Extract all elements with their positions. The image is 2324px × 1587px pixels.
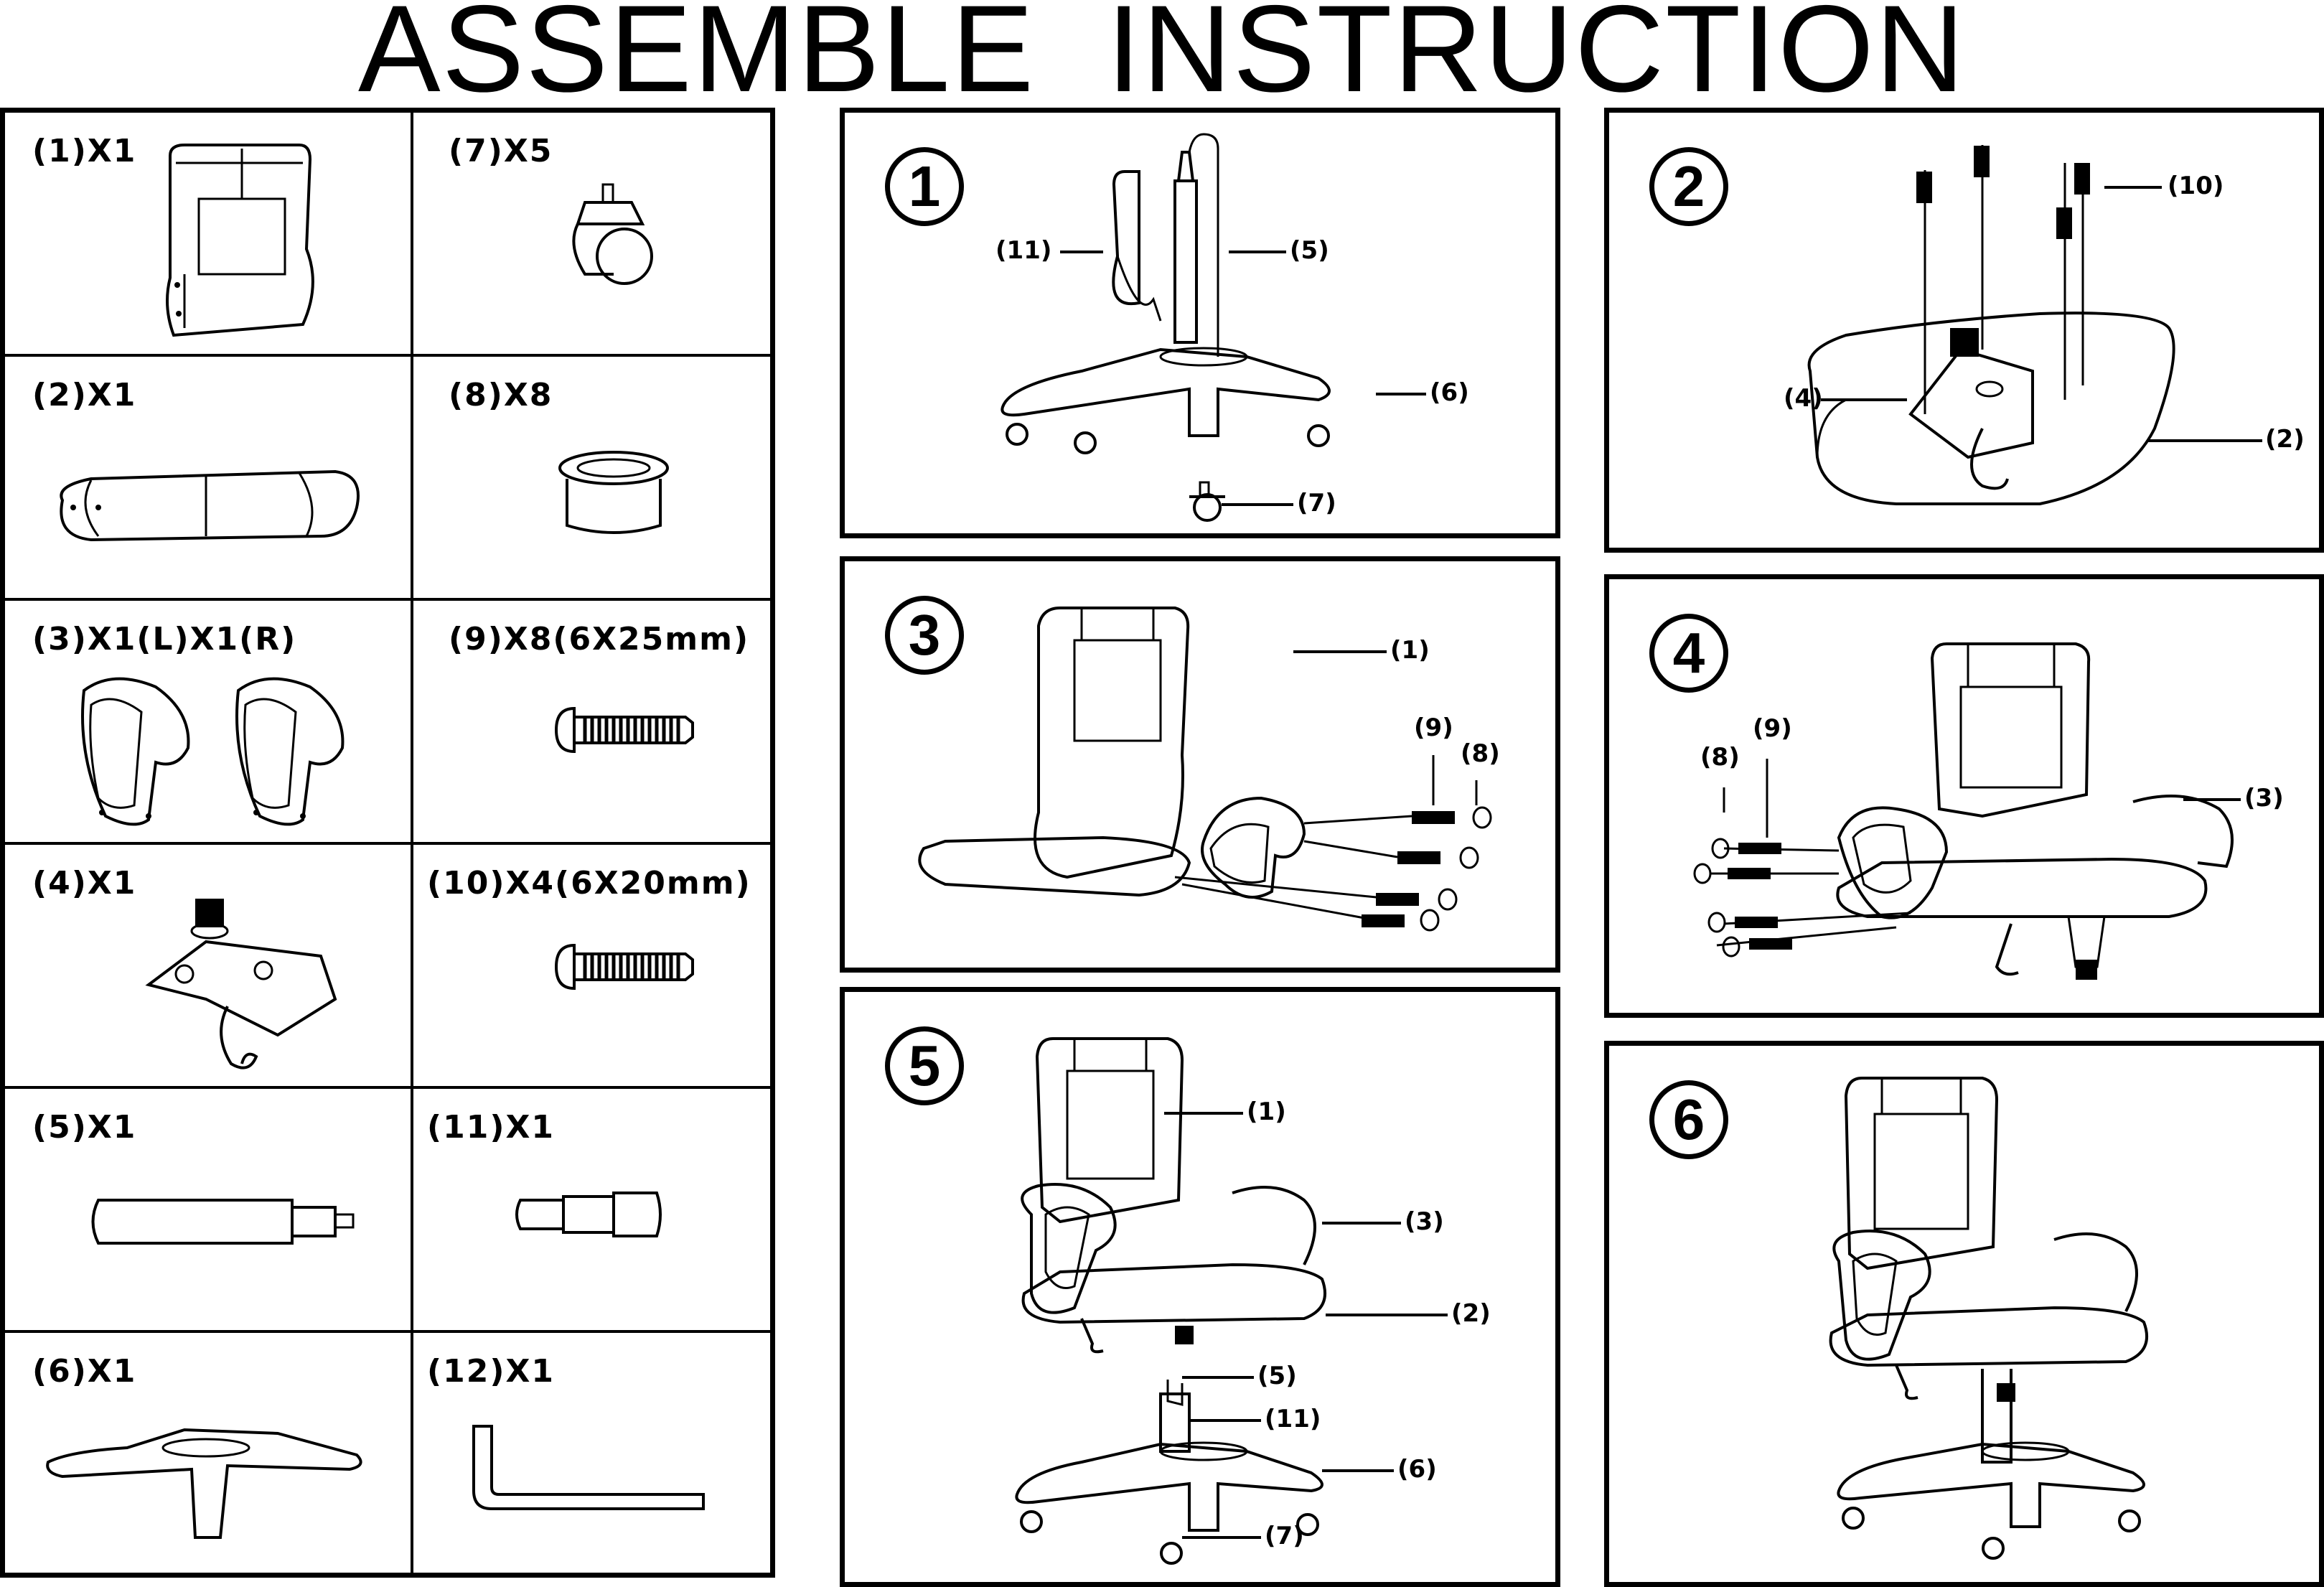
callout-3: (3) (1405, 1207, 1444, 1236)
leader-line (1222, 503, 1293, 506)
part-label: (10)X4(6X20mm) (427, 865, 751, 902)
parts-row-divider (5, 354, 770, 357)
armrest-attach-illustration (1693, 642, 2234, 980)
armrest-right-icon (235, 677, 345, 826)
telescopic-cover-icon (515, 1192, 662, 1237)
callout-3: (3) (2244, 784, 2284, 813)
callout-1: (1) (1247, 1097, 1286, 1126)
callout-11: (11) (995, 236, 1052, 265)
callout-8: (8) (1700, 743, 1740, 772)
leader-line (1293, 650, 1387, 653)
backrest-icon (166, 144, 314, 337)
part-label: (4)X1 (32, 865, 137, 902)
step-number: 6 (1649, 1080, 1728, 1159)
callout-6: (6) (1397, 1455, 1437, 1484)
step-number: 5 (885, 1026, 964, 1105)
step-1-panel: 1 (11) (5) (6) (7) (840, 108, 1560, 538)
callout-8: (8) (1461, 739, 1500, 768)
step-3-panel: 3 (1) (9) (8) (840, 556, 1560, 973)
part-label: (6)X1 (32, 1353, 137, 1390)
part-label: (7)X5 (449, 133, 553, 169)
part-armrests: (3)X1(L)X1(R) (5, 601, 407, 842)
base-assembly-illustration (1001, 133, 1331, 522)
leader-line (2104, 186, 2162, 189)
step-number: 1 (885, 147, 964, 226)
callout-2: (2) (1451, 1299, 1491, 1328)
part-mechanism: (4)X1 (5, 845, 407, 1086)
parts-list-panel: (1)X1 (2)X1 (3)X1(L)X1(R) (4)X1 (0, 108, 775, 1578)
callout-7: (7) (1265, 1522, 1304, 1550)
part-label: (11)X1 (427, 1109, 555, 1146)
parts-row-divider (5, 1086, 770, 1089)
callout-9: (9) (1753, 714, 1792, 743)
gas-cylinder-icon (91, 1199, 355, 1245)
callout-1: (1) (1390, 636, 1430, 665)
parts-row-divider (5, 598, 770, 601)
callout-4: (4) (1784, 384, 1823, 413)
part-caps: (8)X8 (413, 357, 815, 598)
callout-5: (5) (1257, 1362, 1297, 1390)
step-5-panel: 5 (1) (3) (2) (5) (11) (6) (7) (840, 987, 1560, 1587)
parts-row-divider (5, 1330, 770, 1333)
completed-chair-illustration (1829, 1077, 2148, 1560)
part-bolts-20mm: (10)X4(6X20mm) (413, 845, 815, 1086)
seat-cushion-icon (60, 469, 360, 542)
part-label: (5)X1 (32, 1109, 137, 1146)
leader-line (1821, 398, 1907, 401)
leader-line (2147, 439, 2262, 442)
callout-10: (10) (2168, 172, 2224, 200)
leader-line (1060, 251, 1103, 253)
leader-line (1229, 251, 1286, 253)
part-cylinder-cover: (11)X1 (413, 1089, 815, 1330)
step-2-panel: 2 (10) (4) (2) (1604, 108, 2324, 553)
leader-line (1326, 1314, 1448, 1316)
part-base: (6)X1 (5, 1333, 407, 1574)
step-number: 2 (1649, 147, 1728, 226)
part-allen-key: (12)X1 (413, 1333, 815, 1574)
armrest-left-icon (81, 677, 190, 826)
leader-line (1322, 1469, 1394, 1472)
leader-line (1182, 1536, 1261, 1539)
parts-row-divider (5, 842, 770, 845)
callout-6: (6) (1430, 378, 1469, 407)
bolt-icon (554, 943, 694, 991)
callout-7: (7) (1297, 489, 1336, 518)
tilt-mechanism-icon (145, 899, 337, 1069)
armrest-assembly-illustration (918, 607, 1492, 932)
part-label: (8)X8 (449, 377, 553, 413)
step-number: 3 (885, 596, 964, 675)
part-gas-lift: (5)X1 (5, 1089, 407, 1330)
part-label: (12)X1 (427, 1353, 555, 1390)
callout-9: (9) (1414, 713, 1453, 742)
leader-line (1376, 393, 1426, 395)
leader-line (1182, 1376, 1254, 1379)
allen-key-icon (472, 1425, 705, 1510)
part-label: (1)X1 (32, 133, 137, 169)
leader-line (1164, 1112, 1243, 1115)
final-assembly-illustration (1015, 1037, 1326, 1565)
caster-wheel-icon (572, 183, 653, 285)
leader-line (2183, 798, 2241, 801)
leader-line (1189, 1419, 1261, 1422)
step-6-panel: 6 (1604, 1041, 2324, 1587)
part-label: (3)X1(L)X1(R) (32, 621, 297, 657)
five-star-base-icon (46, 1428, 362, 1539)
part-label: (9)X8(6X25mm) (449, 621, 750, 657)
leader-line (1322, 1222, 1401, 1225)
step-4-panel: 4 (8) (9) (3) (1604, 574, 2324, 1018)
callout-11: (11) (1265, 1405, 1321, 1433)
part-backrest: (1)X1 (5, 113, 407, 354)
callout-2: (2) (2265, 425, 2305, 454)
step-number: 4 (1649, 614, 1728, 693)
bolt-icon (554, 706, 694, 754)
part-bolts-25mm: (9)X8(6X25mm) (413, 601, 815, 842)
page-title: ASSEMBLE INSTRUCTION (357, 0, 1967, 118)
plastic-cap-icon (558, 451, 669, 534)
callout-5: (5) (1290, 236, 1329, 265)
part-label: (2)X1 (32, 377, 137, 413)
part-casters: (7)X5 (413, 113, 815, 354)
part-seat: (2)X1 (5, 357, 407, 598)
seat-mechanism-illustration (1807, 145, 2175, 505)
